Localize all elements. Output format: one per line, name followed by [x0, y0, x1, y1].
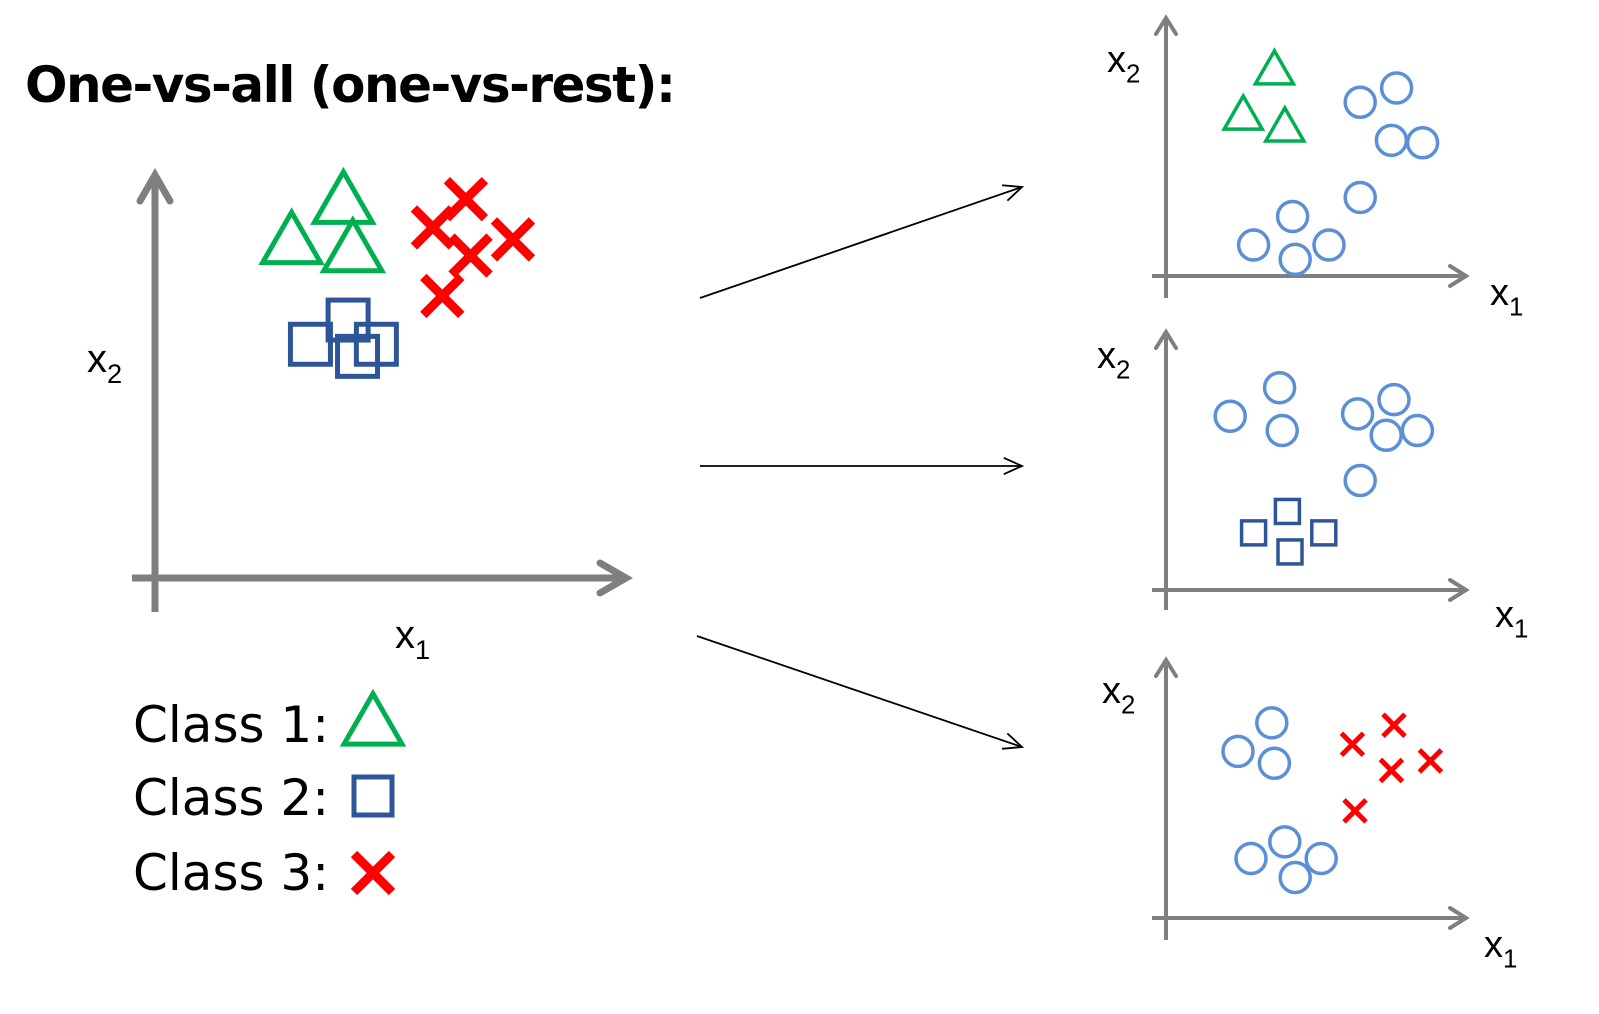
rest-point: [1400, 413, 1435, 448]
sub-x2-axis-label: x2: [1107, 39, 1140, 89]
rest-point: [1343, 180, 1377, 215]
class2-point: [335, 333, 381, 379]
rest-point: [1278, 242, 1312, 277]
rest-point: [1312, 228, 1346, 262]
class1-point: [310, 166, 377, 225]
class2-point: [325, 297, 371, 343]
rest-point: [1234, 841, 1268, 876]
class2-point: [1310, 519, 1338, 547]
legend: Class 1: Class 2: Class 3:: [133, 688, 407, 902]
x-axis-arrowhead: [596, 559, 634, 597]
x1-axis-label: x1: [395, 613, 430, 665]
class3-point: [1417, 748, 1444, 774]
sub-x1-axis-label-subscript: 1: [1503, 946, 1517, 974]
class2-point: [1239, 519, 1268, 547]
class3-point: [1378, 757, 1405, 784]
rest-point: [1257, 746, 1292, 781]
sub-x-axis-arrowhead: [1448, 264, 1470, 288]
class2-point: [1273, 497, 1302, 526]
sub-x1-axis-label-subscript: 1: [1509, 294, 1523, 322]
arrow-to-class1-plot: [699, 184, 1025, 299]
x2-axis-label-letter: x: [87, 337, 107, 381]
class1-point: [1262, 104, 1307, 143]
sub-x-axis-arrowhead: [1448, 578, 1470, 602]
class1-point: [1221, 92, 1266, 131]
sub-x1-axis-label-letter: x: [1490, 272, 1509, 314]
class2-point: [287, 321, 333, 367]
class1-point: [258, 207, 325, 266]
sub-x2-axis-label-subscript: 2: [1121, 692, 1135, 720]
sub-y-axis-arrowhead: [1154, 328, 1178, 350]
sub-x2-axis-label: x2: [1097, 335, 1130, 385]
legend-triangle-icon: [339, 688, 407, 747]
class3-point: [1342, 798, 1368, 824]
rest-point: [1262, 370, 1297, 405]
class3-point: [448, 233, 493, 278]
legend-cross-icon: [350, 850, 396, 896]
sub-y-axis-arrowhead: [1154, 656, 1178, 678]
legend-square-icon: [351, 774, 395, 818]
rest-point: [1213, 399, 1247, 434]
sub-x1-axis-label: x1: [1495, 594, 1528, 644]
class3-point: [1381, 712, 1407, 738]
rest-point: [1255, 706, 1289, 740]
sub-x2-axis-label-letter: x: [1097, 335, 1116, 377]
sub-x2-axis-label-subscript: 2: [1116, 357, 1130, 385]
rest-point: [1374, 123, 1409, 158]
rest-point: [1369, 418, 1403, 453]
rest-point: [1343, 463, 1377, 498]
class1-point: [1252, 47, 1297, 86]
sub-x2-axis-label-letter: x: [1102, 670, 1121, 712]
rest-point: [1340, 397, 1375, 431]
arrow-to-class2-plot: [700, 457, 1025, 475]
x2-axis-label: x2: [87, 337, 122, 389]
legend-label-class2: Class 2:: [133, 769, 329, 827]
rest-point: [1236, 228, 1271, 262]
sub-x1-axis-label-letter: x: [1495, 594, 1514, 636]
rest-point: [1268, 825, 1302, 859]
class3-point: [410, 205, 456, 250]
rest-point: [1377, 382, 1411, 417]
class3-point: [1339, 731, 1366, 758]
rest-point: [1343, 85, 1377, 120]
sub-x1-axis-label: x1: [1484, 924, 1517, 974]
sub-x1-axis-label: x1: [1490, 272, 1523, 322]
rest-point: [1379, 71, 1414, 105]
arrow-to-class3-plot: [696, 635, 1025, 750]
diagram-title: One-vs-all (one-vs-rest):: [25, 56, 676, 114]
rest-point: [1304, 841, 1338, 876]
class3-point: [490, 217, 536, 262]
rest-point: [1405, 125, 1440, 160]
rest-point: [1221, 734, 1255, 769]
sub-y-axis-arrowhead: [1154, 14, 1178, 36]
sub-x-axis-arrowhead: [1448, 906, 1470, 930]
legend-label-class3: Class 3:: [133, 844, 329, 902]
class2-point: [1276, 538, 1304, 566]
sub-x2-axis-label-subscript: 2: [1126, 61, 1140, 89]
sub-x2-axis-label: x2: [1102, 670, 1135, 720]
legend-label-class1: Class 1:: [133, 696, 329, 754]
y-axis-arrowhead: [136, 167, 174, 205]
sub-x1-axis-label-letter: x: [1484, 924, 1503, 966]
mapping-arrows: [696, 184, 1025, 750]
class3-point: [420, 273, 465, 319]
x1-axis-label-subscript: 1: [415, 634, 430, 665]
x2-axis-label-subscript: 2: [107, 358, 122, 389]
rest-point: [1275, 199, 1310, 234]
sub-x1-axis-label-subscript: 1: [1514, 616, 1528, 644]
sub-x2-axis-label-letter: x: [1107, 39, 1126, 81]
rest-point: [1265, 413, 1299, 448]
rest-point: [1278, 860, 1312, 895]
x1-axis-label-letter: x: [395, 613, 415, 657]
class1-point: [319, 215, 387, 274]
